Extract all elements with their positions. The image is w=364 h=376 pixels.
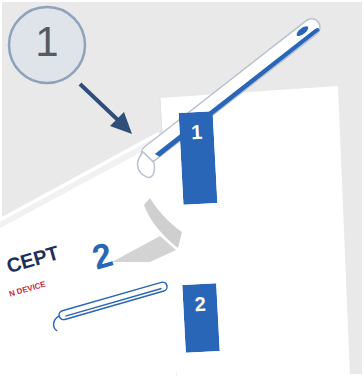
arrow-head (110, 112, 132, 134)
printed-device-stripe (65, 289, 161, 317)
device-slot (295, 24, 310, 37)
device-stripe (155, 27, 321, 158)
flap-shadow (112, 236, 176, 262)
printed-device (50, 281, 170, 331)
circle-shape (9, 7, 85, 83)
bar-shape (182, 283, 220, 353)
device-shadow (144, 198, 182, 248)
package-flap (0, 132, 176, 376)
printed-device-tip (51, 316, 63, 332)
step-number: 1 (35, 19, 58, 65)
step-number: 1 (190, 120, 202, 145)
pointer-arrow (80, 84, 120, 122)
device-body (138, 15, 323, 165)
step-bar: 2 (182, 283, 220, 353)
bar-shape (179, 111, 218, 205)
printed-device-body (58, 281, 168, 321)
device-tip (131, 151, 159, 181)
step-circle: 1 (7, 5, 87, 85)
applicator-device (130, 15, 330, 180)
package-strip (160, 86, 350, 376)
step-number: 2 (194, 292, 206, 317)
flap-fold (0, 136, 160, 228)
step-bar: 1 (179, 111, 218, 205)
